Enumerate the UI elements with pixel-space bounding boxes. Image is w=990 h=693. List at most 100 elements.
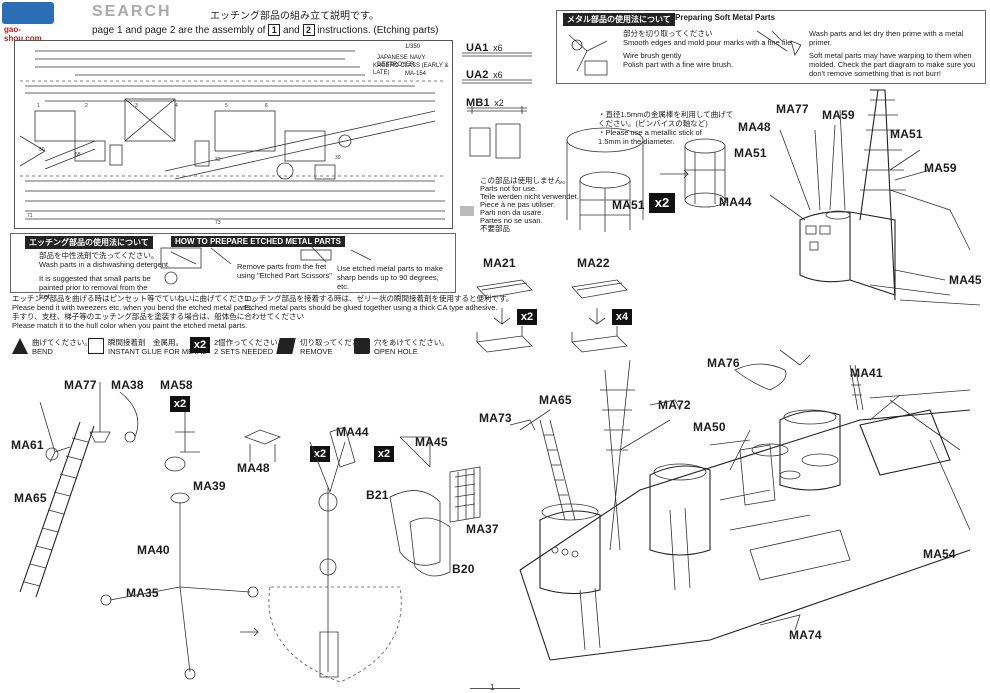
soft-metal-step-4: Polish part with a fine wire brush.: [623, 60, 734, 69]
symbol-bend-jp: 曲げてください。: [32, 338, 92, 347]
general-note-2: Please bend it with tweezers etc. when y…: [12, 303, 253, 312]
symbol-x2-jp: 2個作ってください。: [214, 338, 286, 347]
ma51-bending-drawing: [566, 127, 726, 232]
soft-metal-en-header: Preparing Soft Metal Parts: [675, 13, 776, 22]
callout-ma58: MA58: [160, 378, 193, 392]
general-note-4: Etched metal parts should be glued toget…: [244, 303, 498, 312]
soft-metal-step-3: Wire brush gently: [623, 51, 682, 60]
legend-line-6: Partes no se usan.: [480, 216, 543, 225]
symbol-key: 曲げてください。 BEND 瞬間接着剤 金属用。 INSTANT GLUE FO…: [12, 336, 449, 362]
sprue-part-ua1-label: UA1: [466, 42, 489, 54]
svg-text:71: 71: [27, 213, 33, 219]
symbol-open-hole-en: OPEN HOLE: [374, 347, 418, 356]
bridge-mast-drawing: [769, 89, 981, 306]
sprue-part-ua1: UA1 x6: [466, 38, 503, 56]
soft-metal-step-5: Wash parts and let dry then prime with a…: [809, 29, 964, 47]
howto-step-5: Use etched metal parts to make sharp ben…: [337, 264, 443, 291]
howto-step-4: Remove parts from the fret using "Etched…: [237, 262, 332, 280]
svg-text:50: 50: [39, 147, 45, 153]
callout-ma21: MA21: [483, 256, 516, 270]
symbol-open-hole-jp: 穴をあけてください。: [374, 338, 449, 347]
svg-text:33: 33: [215, 157, 221, 163]
soft-metal-panel: メタル部品の使用法について Preparing Soft Metal Parts…: [556, 10, 986, 84]
legend-line-1: この部品は使用しません。: [480, 176, 570, 185]
soft-metal-step-1: 部分を切り取ってください: [623, 29, 713, 38]
bend-icon: [12, 338, 28, 354]
remove-icon: [276, 338, 296, 354]
header-en-suffix: instructions. (Etching parts): [317, 25, 439, 36]
callout-ma51-bend: MA51: [612, 198, 645, 212]
ma45-qty-badge: x2: [374, 446, 394, 462]
glue-icon: [88, 338, 104, 354]
svg-text:73: 73: [215, 220, 221, 226]
soft-metal-step-2: Smooth edges and mold pour marks with a …: [623, 38, 794, 47]
symbol-bend-en: BEND: [32, 347, 53, 356]
howto-step-1: 部品を中性洗剤で洗ってください。: [39, 251, 159, 260]
general-note-3: エッチング部品を接着する時は、ゼリー状の瞬間接着剤を使用すると便利です。: [244, 294, 514, 303]
page-number: 1: [490, 683, 495, 692]
callout-ma51-top-right: MA51: [890, 127, 923, 141]
callout-b21: B21: [366, 488, 389, 502]
sub-assemblies-drawing: [19, 382, 481, 683]
stick-note-jp: ・直径1.5mmの金属棒を利用して曲げてください。(ピンバイスの軸など): [598, 110, 734, 128]
ma44-qty-badge: x2: [310, 446, 330, 462]
general-note-1: エッチング部品を曲げる時はピンセット等でていねいに曲げてください。: [12, 294, 260, 303]
howto-en-header: HOW TO PREPARE ETCHED METAL PARTS: [171, 236, 345, 247]
sheet-title-2: KAGERO CLASS (EARLY & LATE): [373, 63, 449, 76]
callout-ma77: MA77: [64, 378, 97, 392]
callout-ma37: MA37: [466, 522, 499, 536]
callout-ma39: MA39: [193, 479, 226, 493]
legend-line-3: Teile werden nicht verwendet.: [480, 192, 579, 201]
callout-ma59-top: MA59: [822, 108, 855, 122]
header-en-text: page 1 and page 2 are the assembly of: [92, 25, 266, 36]
callout-ma48: MA48: [237, 461, 270, 475]
sprue-part-ua2-qty: x6: [493, 70, 503, 80]
symbol-remove-jp: 切り取ってください。: [300, 338, 375, 347]
svg-text:1: 1: [37, 103, 40, 109]
svg-text:5: 5: [225, 103, 228, 109]
legend-line-5: Parti non da usare.: [480, 208, 544, 217]
svg-text:58: 58: [75, 152, 81, 158]
symbol-remove-en: REMOVE: [300, 347, 333, 356]
sheet-title-1: JAPANESE NAVY DESTROYER: [377, 55, 426, 68]
ma58-qty-badge: x2: [170, 396, 190, 412]
general-note-6: Please match it to the hull color when y…: [12, 321, 248, 330]
legend-line-7: 不要部品: [480, 224, 510, 233]
header-en: page 1 and page 2 are the assembly of 1 …: [92, 24, 439, 36]
soft-metal-illustrations: [568, 30, 802, 76]
sprue-part-ua1-qty: x6: [493, 43, 503, 53]
callout-ma41: MA41: [850, 366, 883, 380]
etching-fret: 1/350 JAPANESE NAVY DESTROYER KAGERO CLA…: [14, 40, 453, 229]
callout-b20: B20: [452, 562, 475, 576]
callout-ma45-top: MA45: [949, 273, 982, 287]
callout-ma51-top-left: MA51: [734, 146, 767, 160]
callout-ma73: MA73: [479, 411, 512, 425]
general-note-5: 手すり、支柱、梯子等のエッチング部品を塗装する場合は、船体色に合わせてください: [12, 312, 304, 321]
callout-ma50: MA50: [693, 420, 726, 434]
svg-text:3: 3: [135, 103, 138, 109]
soft-metal-jp-header: メタル部品の使用法について: [563, 13, 675, 26]
svg-text:2: 2: [85, 103, 88, 109]
sprue-part-ua2-label: UA2: [466, 69, 489, 81]
x2-icon: x2: [190, 337, 210, 353]
symbol-glue-jp: 瞬間接着剤 金属用。: [108, 338, 183, 347]
ref-box-1: 1: [268, 24, 281, 36]
legend-swatch: [460, 206, 474, 216]
sheet-code: MA-154: [405, 71, 427, 77]
sheet-scale: 1/350: [405, 44, 421, 50]
callout-ma61: MA61: [11, 438, 44, 452]
howto-illustrations: [160, 245, 372, 285]
open-hole-icon: [354, 338, 370, 354]
hull-drawing: [509, 349, 971, 661]
legend-line-2: Parts not for use.: [480, 184, 538, 193]
ma22-qty-badge: x4: [612, 309, 632, 325]
header-jp: エッチング部品の組み立て説明です。: [210, 11, 379, 22]
watermark-logo: [2, 2, 54, 24]
callout-ma65: MA65: [539, 393, 572, 407]
callout-ma77-top: MA77: [776, 102, 809, 116]
stick-note-en-1: ・Please use a metallic stick of: [598, 128, 702, 137]
page-number-line: [470, 688, 520, 689]
callout-ma65-left: MA65: [14, 491, 47, 505]
ma51-qty-badge: x2: [649, 193, 675, 213]
